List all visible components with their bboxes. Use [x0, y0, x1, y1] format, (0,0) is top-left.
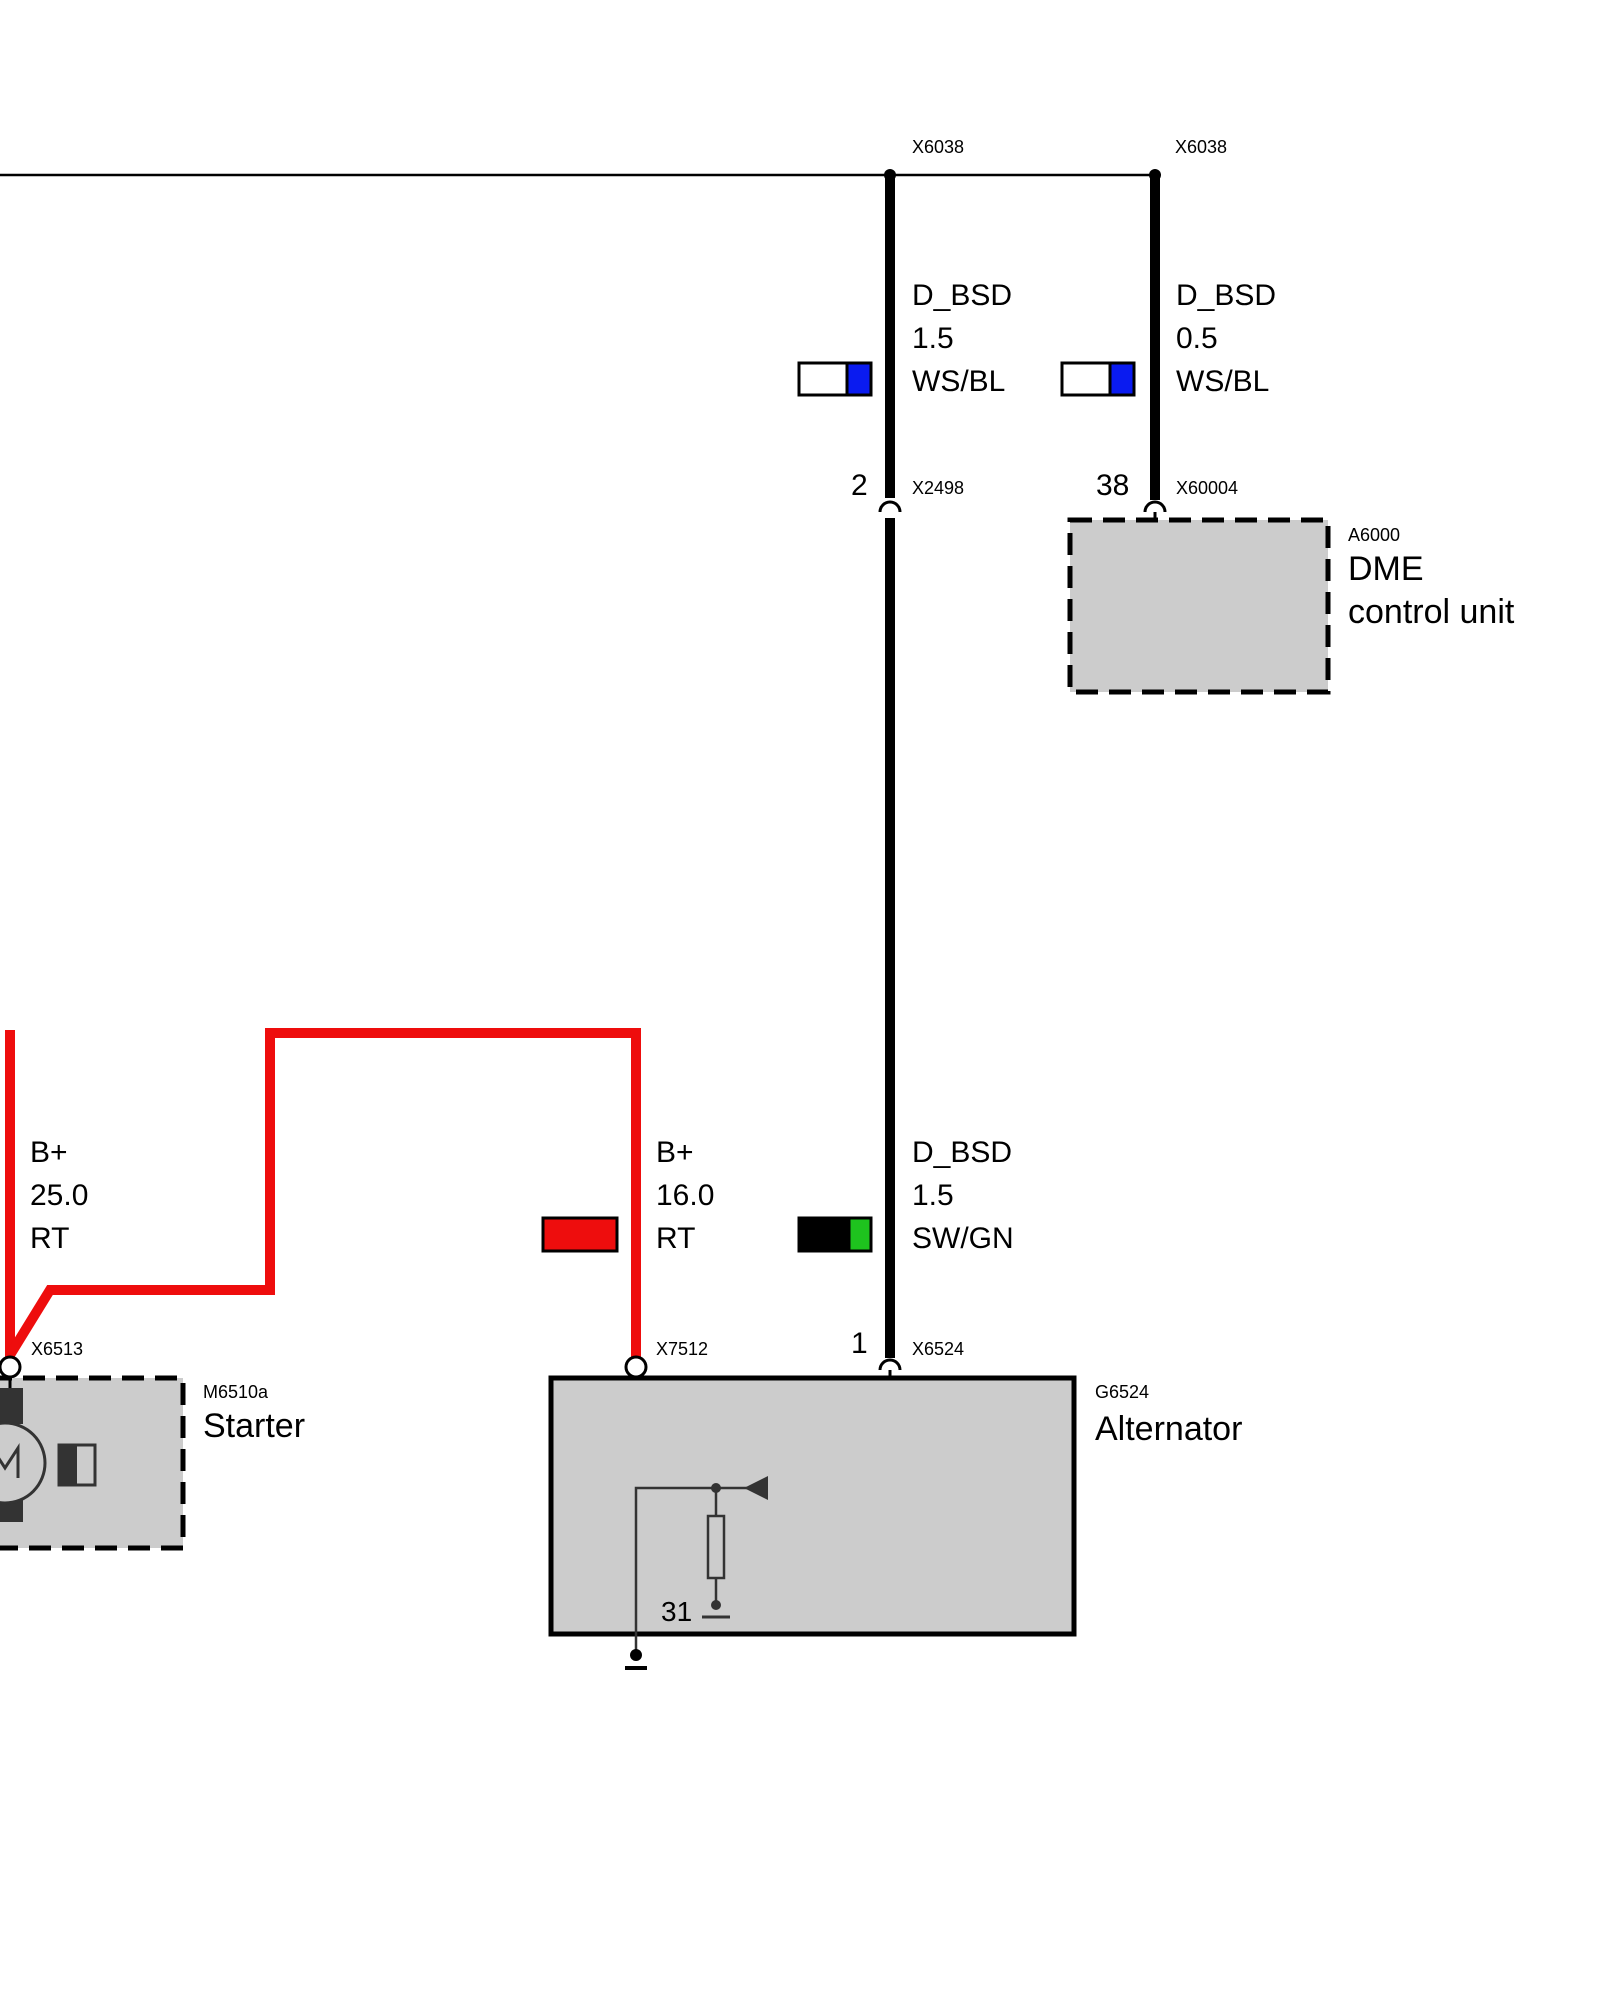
alternator-component-id: G6524	[1095, 1382, 1149, 1402]
alternator-internal-circuit	[634, 1476, 768, 1657]
color-swatch-ws-bl-right	[1060, 361, 1136, 397]
connector-label-x7512: X7512	[656, 1339, 708, 1359]
wire-color-bplus-alternator: RT	[656, 1222, 695, 1255]
wire-gauge-dbsd-top-left: 1.5	[912, 322, 954, 355]
connector-label-x6524: X6524	[912, 1339, 964, 1359]
wire-name-bplus-alternator: B+	[656, 1136, 694, 1169]
color-swatch-sw-gn	[797, 1216, 873, 1253]
starter-name: Starter	[203, 1407, 305, 1445]
connector-x6524-socket	[878, 1358, 902, 1371]
pin-label-x2498: 2	[851, 469, 868, 502]
wire-gauge-dbsd-bottom: 1.5	[912, 1179, 954, 1212]
wire-color-dbsd-bottom: SW/GN	[912, 1222, 1014, 1255]
dme-control-unit-box	[1067, 517, 1331, 695]
wire-color-dbsd-top-left: WS/BL	[912, 365, 1005, 398]
wire-name-bplus-starter: B+	[30, 1136, 68, 1169]
connector-label-x6513: X6513	[31, 1339, 83, 1359]
connector-x60004-socket	[1143, 500, 1167, 513]
connector-label-x2498: X2498	[912, 478, 964, 498]
alternator-name: Alternator	[1095, 1410, 1242, 1448]
wire-gauge-bplus-alternator: 16.0	[656, 1179, 714, 1212]
wire-color-dbsd-top-right: WS/BL	[1176, 365, 1269, 398]
terminal-x7512	[624, 1355, 648, 1379]
wire-gauge-bplus-starter: 25.0	[30, 1179, 88, 1212]
ground-terminal-label: 31	[661, 1596, 692, 1627]
wire-color-bplus-starter: RT	[30, 1222, 69, 1255]
wire-name-dbsd-top-right: D_BSD	[1176, 279, 1276, 312]
chassis-ground-icon	[625, 1649, 647, 1670]
color-swatch-ws-bl-left	[797, 361, 873, 397]
wire-name-dbsd-bottom: D_BSD	[912, 1136, 1012, 1169]
connector-label-x6038-left: X6038	[912, 137, 964, 157]
dme-component-id: A6000	[1348, 525, 1400, 545]
resistor-icon	[706, 1514, 726, 1580]
dme-name-line1: DME	[1348, 550, 1424, 588]
dme-name-line2: control unit	[1348, 593, 1515, 631]
connector-x2498-socket	[878, 500, 902, 513]
pin-label-x60004: 38	[1096, 469, 1129, 502]
wire-name-dbsd-top-left: D_BSD	[912, 279, 1012, 312]
alternator-box	[548, 1375, 1077, 1637]
connector-label-x6038-right: X6038	[1175, 137, 1227, 157]
wire-gauge-dbsd-top-right: 0.5	[1176, 322, 1218, 355]
motor-icon	[0, 1388, 47, 1522]
terminal-x6513	[0, 1355, 22, 1379]
color-swatch-rt	[541, 1216, 619, 1253]
solenoid-icon	[57, 1443, 97, 1487]
starter-component-id: M6510a	[203, 1382, 269, 1402]
pin-label-x6524: 1	[851, 1327, 868, 1360]
connector-label-x60004: X60004	[1176, 478, 1238, 498]
wire-bplus-crossover	[5, 1028, 641, 1358]
